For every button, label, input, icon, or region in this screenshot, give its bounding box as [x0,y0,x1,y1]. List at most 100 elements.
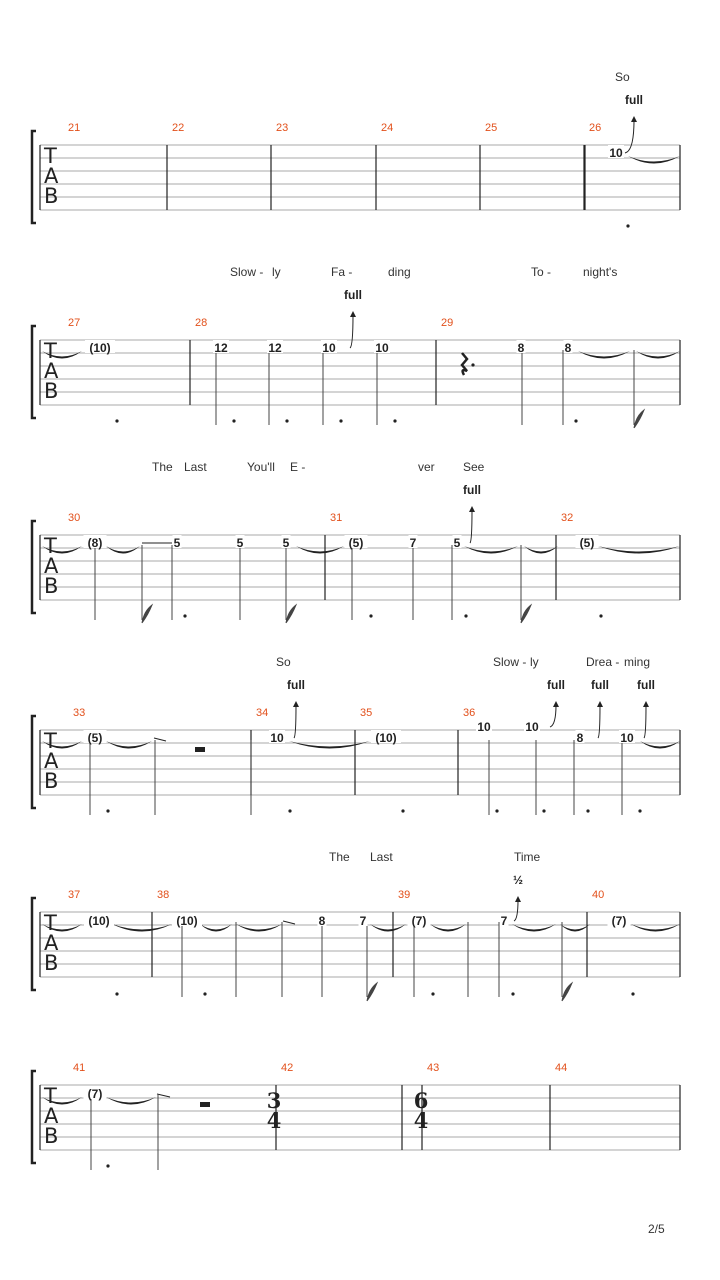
bar-number: 22 [172,122,184,134]
fret-backing [84,913,114,926]
fret-backing [83,1086,107,1099]
fret-number: 10 [525,720,539,734]
rhythm-dot [626,224,630,228]
rhythm-dot [232,419,236,423]
bar-number: 39 [398,889,410,901]
fret-number: (10) [89,341,110,355]
tie-arc [106,546,140,554]
tab-clef-letter: A [44,931,59,955]
lyric-syllable: Last [370,850,393,864]
lyric-syllable: ming [624,655,650,669]
fret-number: 5 [237,536,244,550]
fret-number: 10 [375,341,389,355]
rhythm-dot [431,992,435,996]
note-flag [366,981,379,1002]
fret-backing [374,340,390,353]
fret-backing [269,730,285,743]
fret-backing [563,340,573,353]
fret-number: (8) [88,536,103,550]
rhythm-dot [599,614,603,618]
tie-arc [631,924,680,932]
tie-arc [42,351,82,359]
fret-number: 10 [620,731,634,745]
fret-number: 8 [565,341,572,355]
lyric-syllable: E - [290,460,305,474]
half-rest [200,1102,210,1107]
page-number: 2/5 [648,1222,665,1236]
bend-arrowhead [469,506,475,512]
tie-arc [42,924,82,932]
lyric-syllable: ly [272,265,281,279]
bar-number: 23 [276,122,288,134]
tie-arc [112,924,172,932]
bend-arrow [597,704,601,739]
lyric-syllable: See [463,460,485,474]
fret-backing [371,730,401,743]
rhythm-dot [203,992,207,996]
tie-arc [289,741,370,749]
tab-clef-letter: B [44,769,58,793]
bar-number: 42 [281,1062,293,1074]
tab-clef-letter: B [44,951,58,975]
lyric-syllable: Slow - [493,655,526,669]
lyric-syllable: The [329,850,350,864]
system-bracket [30,896,36,992]
tab-clef-letter: A [44,359,59,383]
half-rest [195,747,205,752]
tab-clef-letter: A [44,1104,59,1128]
bend-arrowhead [293,701,299,707]
bend-label: full [591,678,609,692]
tie-arc [370,924,406,932]
fret-number: 10 [477,720,491,734]
lyric-syllable: To - [531,265,551,279]
tie-arc [200,924,232,932]
rhythm-dot [339,419,343,423]
rhythm-dot [542,809,546,813]
note-flag [141,603,154,624]
tab-clef-letter: A [44,749,59,773]
rhythm-dot [183,614,187,618]
fret-backing [499,913,509,926]
bend-arrow [293,704,297,739]
bar-number: 31 [330,512,342,524]
system-bracket [30,1069,36,1165]
lyric-syllable: Drea - [586,655,619,669]
bar-number: 24 [381,122,393,134]
fret-number: (7) [612,914,627,928]
tie-arc [106,741,152,749]
rest-dot [471,363,475,367]
slide-line [153,737,167,742]
tab-clef-letter: T [43,144,57,168]
fret-backing [321,340,337,353]
quarter-rest [460,352,469,376]
fret-number: 7 [501,914,508,928]
fret-backing [172,535,182,548]
lyric-syllable: ding [388,265,411,279]
bar-number: 30 [68,512,80,524]
bend-label: full [287,678,305,692]
bend-arrow [549,704,557,728]
fret-backing [83,730,107,743]
bar-number: 34 [256,707,268,719]
bar-number: 26 [589,122,601,134]
lyric-syllable: ly [530,655,539,669]
fret-number: 10 [322,341,336,355]
tie-arc [42,546,82,554]
lyric-syllable: You'll [247,460,275,474]
tab-clef-letter: B [44,1124,58,1148]
tie-arc [42,741,82,749]
rhythm-dot [586,809,590,813]
fret-backing [344,535,368,548]
tie-arc [636,351,680,359]
note-flag [520,603,533,624]
tie-arc [464,546,518,554]
bar-number: 25 [485,122,497,134]
fret-number: 5 [454,536,461,550]
fret-number: 12 [268,341,282,355]
rhythm-dot [574,419,578,423]
bend-arrowhead [515,896,521,902]
rhythm-dot [495,809,499,813]
